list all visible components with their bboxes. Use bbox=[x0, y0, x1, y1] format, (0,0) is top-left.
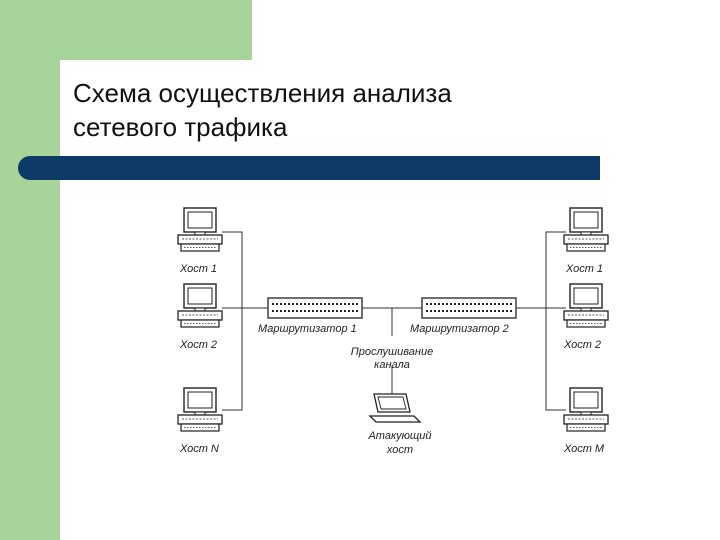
title-divider-bar bbox=[18, 156, 600, 180]
host-label: Хост 2 bbox=[179, 339, 217, 351]
left-host-2: Хост 2 bbox=[177, 283, 223, 351]
left-host-n: Хост N bbox=[177, 387, 223, 455]
right-host-1: Хост 1 bbox=[563, 207, 609, 275]
slide-title-line-2: сетевого трафика bbox=[73, 112, 288, 142]
router-icon bbox=[267, 297, 363, 319]
router-icon bbox=[421, 297, 517, 319]
title-area bbox=[60, 60, 720, 160]
right-host-m: Хост М bbox=[563, 387, 609, 455]
router-label: Маршрутизатор 2 bbox=[410, 323, 509, 335]
router-2: Маршрутизатор 2 bbox=[410, 297, 517, 335]
right-host-2: Хост 2 bbox=[563, 283, 609, 351]
computer-icon bbox=[177, 387, 223, 432]
host-label: Хост 1 bbox=[565, 263, 603, 275]
computer-icon bbox=[177, 283, 223, 328]
computer-icon bbox=[563, 283, 609, 328]
attacker-label-line-1: Атакующий bbox=[367, 430, 431, 442]
router-1: Маршрутизатор 1 bbox=[258, 297, 363, 335]
attacker-label-line-2: хост bbox=[386, 444, 413, 456]
network-links bbox=[222, 231, 566, 411]
host-label: Хост 1 bbox=[179, 263, 217, 275]
host-label: Хост 2 bbox=[563, 339, 601, 351]
network-diagram: Хост 1 Хост 2 Хост N Маршрутизатор 1 Мар… bbox=[177, 207, 609, 456]
left-host-1: Хост 1 bbox=[177, 207, 223, 275]
tap-label-line-2: канала bbox=[374, 359, 410, 371]
slide-title-line-1: Схема осуществления анализа bbox=[73, 78, 452, 108]
router-label: Маршрутизатор 1 bbox=[258, 323, 357, 335]
decor-green-left bbox=[0, 0, 60, 540]
host-label: Хост М bbox=[563, 443, 605, 455]
host-label: Хост N bbox=[179, 443, 219, 455]
computer-icon bbox=[563, 387, 609, 432]
tap-label-line-1: Прослушивание bbox=[351, 346, 433, 358]
attacker-host: Атакующий хост bbox=[367, 393, 432, 456]
slide-title: Схема осуществления анализа сетевого тра… bbox=[73, 76, 633, 144]
laptop-icon bbox=[368, 393, 422, 423]
computer-icon bbox=[177, 207, 223, 252]
computer-icon bbox=[563, 207, 609, 252]
